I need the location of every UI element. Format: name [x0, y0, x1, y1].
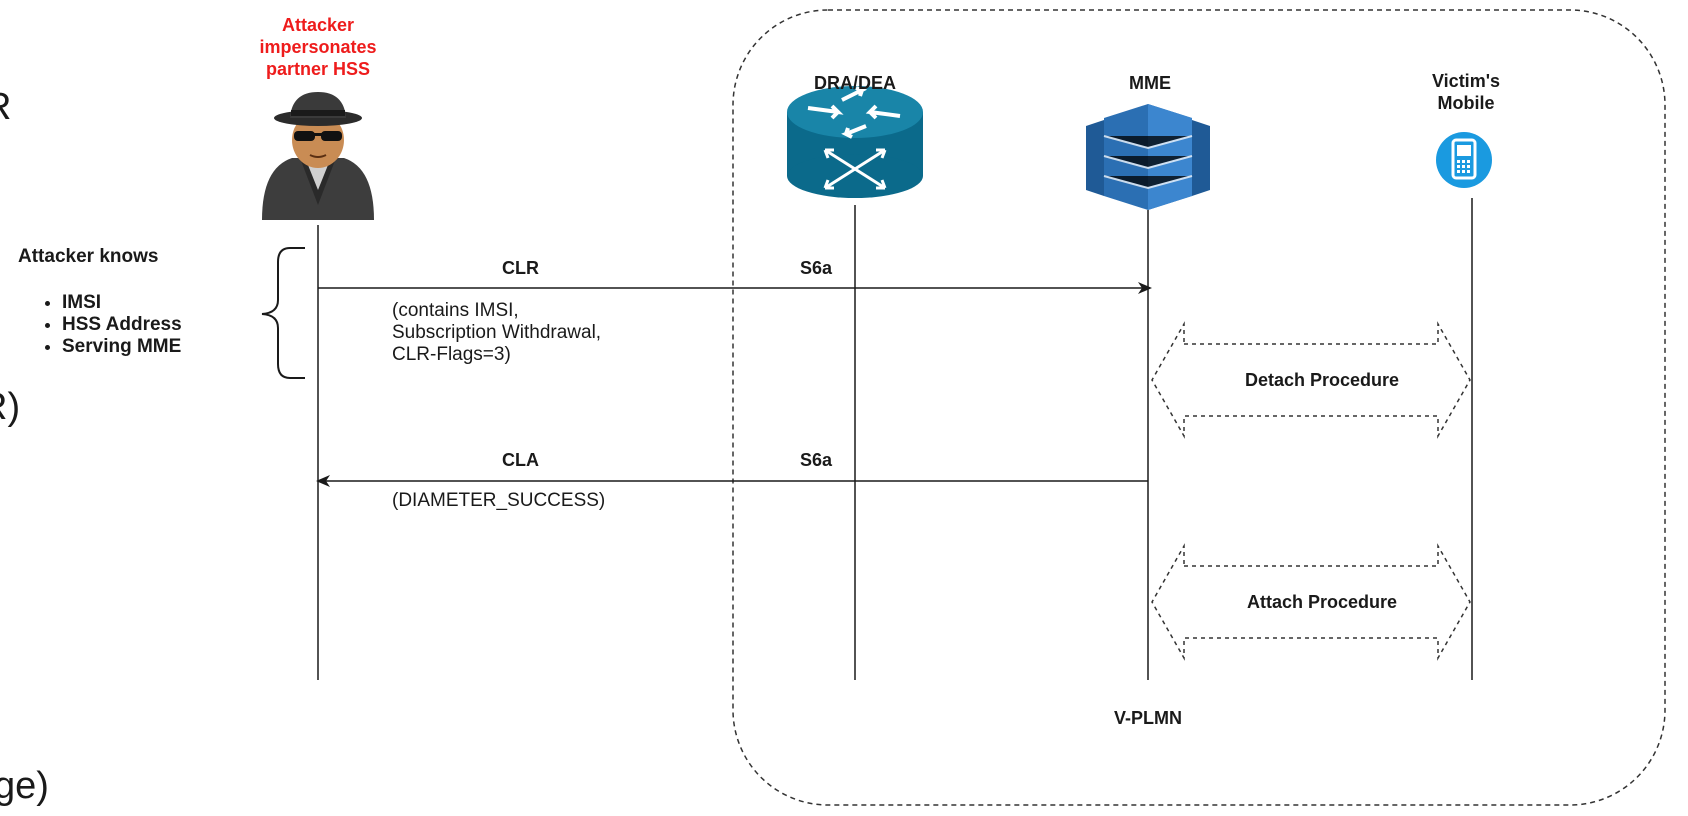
mme-label: MME	[1129, 73, 1171, 93]
knowledge-item: HSS Address	[62, 314, 182, 336]
knowledge-item: IMSI	[62, 292, 182, 314]
v-plmn-label: V-PLMN	[1113, 708, 1182, 728]
knowledge-item: Serving MME	[62, 336, 182, 358]
v-plmn-boundary	[732, 9, 1666, 806]
router-icon	[787, 86, 923, 198]
victim-mobile-label: Victim's Mobile	[1432, 71, 1500, 113]
detach-procedure-arrow	[1151, 321, 1471, 439]
cut-text-bottom: ge)	[0, 765, 49, 807]
knowledge-list: IMSI HSS Address Serving MME	[40, 292, 182, 358]
cla-message-label: CLA	[502, 450, 539, 470]
spy-attacker-icon	[262, 92, 374, 220]
detach-procedure-label: Detach Procedure	[1244, 370, 1400, 390]
clr-interface-label: S6a	[800, 258, 833, 278]
mobile-phone-icon	[1436, 132, 1492, 188]
database-stack-icon	[1086, 104, 1210, 210]
clr-details: (contains IMSI, Subscription Withdrawal,…	[392, 300, 602, 365]
cut-text-top: R	[0, 86, 11, 129]
attacker-title: Attacker impersonates partner HSS	[259, 15, 377, 79]
knowledge-brace	[261, 247, 305, 379]
attach-procedure-arrow	[1151, 543, 1471, 661]
attach-procedure-label: Attach Procedure	[1246, 592, 1398, 612]
knowledge-heading: Attacker knows	[18, 246, 159, 267]
dra-dea-label: DRA/DEA	[813, 73, 896, 93]
cla-details: (DIAMETER_SUCCESS)	[392, 490, 606, 511]
cut-text-middle: R)	[0, 386, 21, 428]
cla-interface-label: S6a	[800, 450, 833, 470]
clr-message-label: CLR	[502, 258, 539, 278]
